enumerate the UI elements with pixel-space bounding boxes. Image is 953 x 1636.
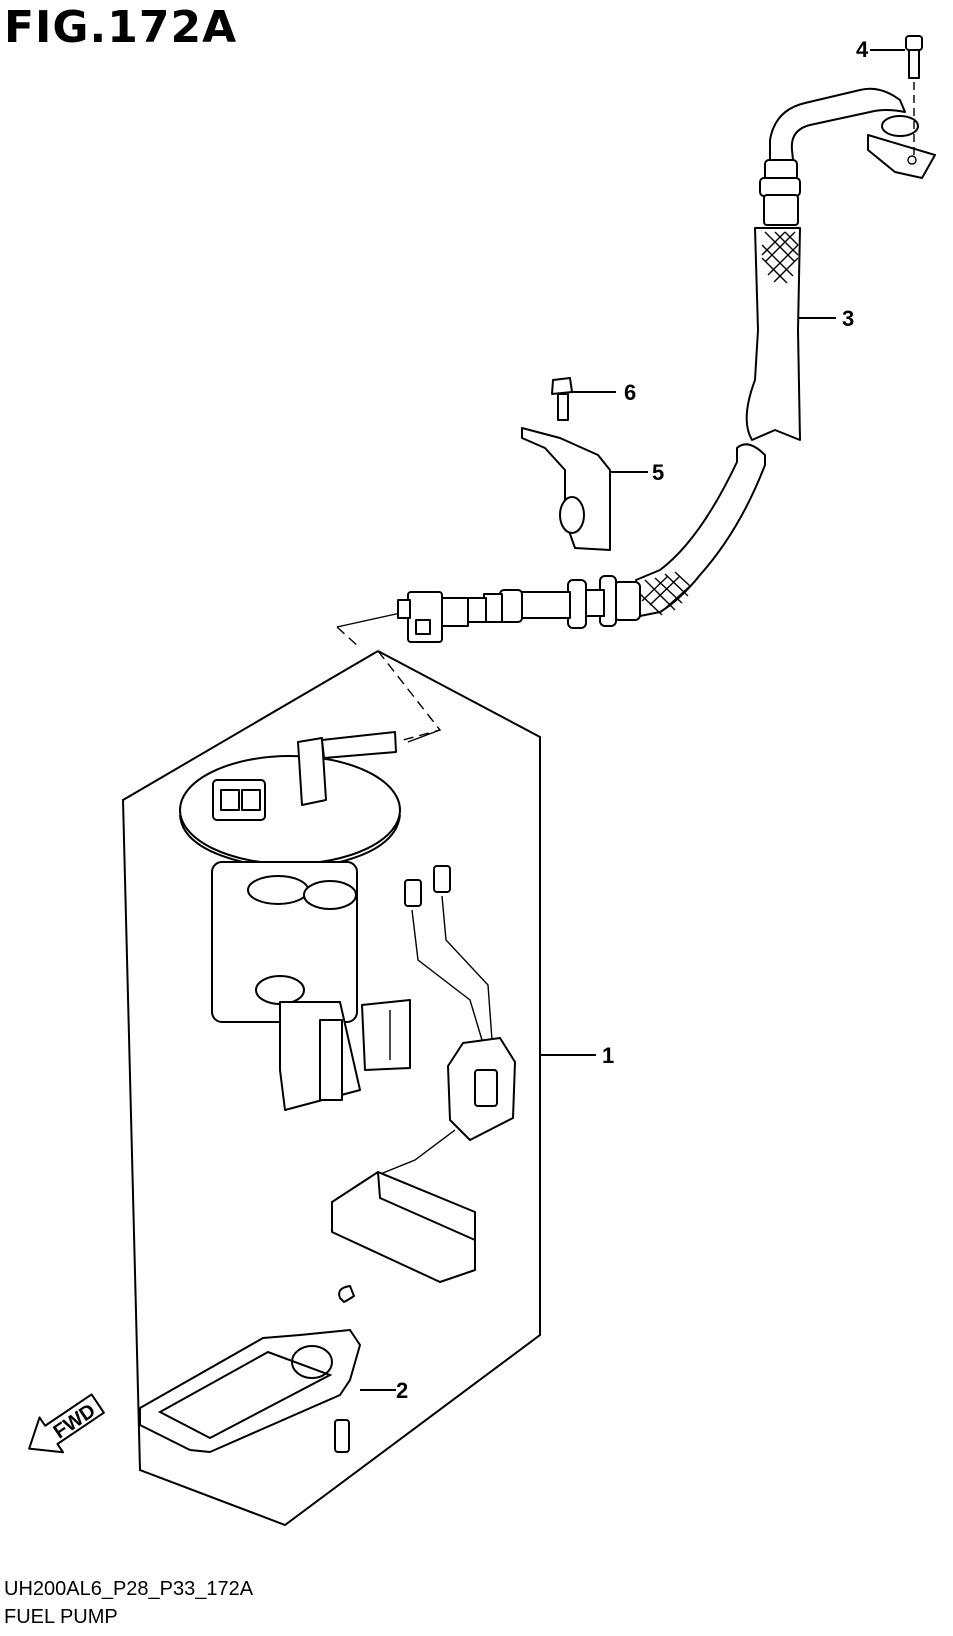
fuel-level-sensor (331, 865, 516, 1283)
hose-bracket (867, 35, 936, 179)
assembly-outline (121, 611, 541, 1527)
callout-4: 4 (856, 37, 869, 62)
fuel-filter (139, 1285, 396, 1453)
figure-code: UH200AL6_P28_P33_172A (4, 1578, 254, 1600)
fuel-pump (179, 731, 411, 1111)
figure-name: FUEL PUMP (4, 1606, 118, 1628)
callout-2: 2 (396, 1378, 408, 1403)
fuel-hose (397, 87, 906, 643)
bolt-and-clamp (521, 377, 648, 551)
callout-6: 6 (624, 380, 636, 405)
callout-1: 1 (602, 1043, 614, 1068)
figure-title: FIG.172A (4, 2, 238, 53)
callout-3: 3 (842, 306, 854, 331)
fwd-arrow-icon: FWD (28, 1393, 105, 1454)
callout-5: 5 (652, 460, 664, 485)
